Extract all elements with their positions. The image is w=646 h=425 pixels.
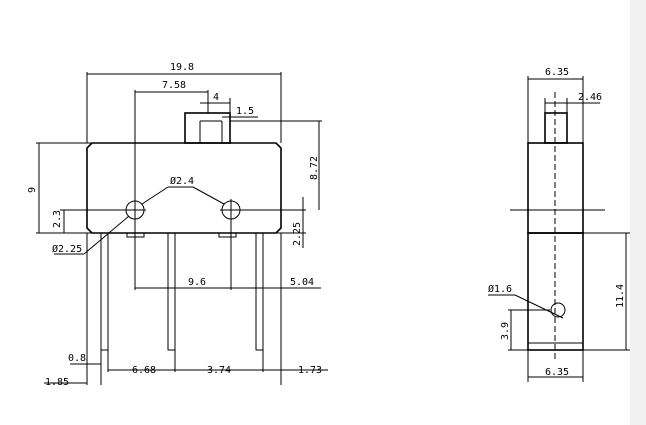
dim-pin-spacing-1: 6.68	[132, 365, 156, 376]
pin-left	[100, 232, 109, 351]
background-strip	[630, 0, 646, 425]
dim-hole-spacing: 9.6	[188, 277, 206, 288]
side-actuator	[544, 112, 568, 144]
pin-base-right	[218, 232, 237, 238]
pin-middle	[167, 232, 176, 351]
dim-hole-dia: Ø2.4	[170, 175, 194, 187]
dim-button-width: 4	[213, 92, 219, 103]
dim-side-hole-height: 3.9	[500, 322, 511, 340]
dim-overall-width: 19.8	[170, 62, 194, 73]
side-hole	[550, 302, 566, 318]
dim-side-hole-dia: Ø1.6	[488, 283, 512, 295]
leader-hole-dia-left	[141, 186, 169, 205]
dim-pin-width: 0.8	[68, 353, 86, 364]
dim-side-bottom-width: 6.35	[545, 367, 569, 378]
dim-pin-offset: 7.58	[162, 80, 186, 91]
leader-hole-dia-small-diag	[83, 215, 130, 255]
dim-pin-right-offset: 1.73	[298, 365, 322, 376]
dim-side-top-width: 6.35	[545, 67, 569, 78]
dim-button-depth: 2.46	[578, 92, 602, 103]
leader-hole-dia-right	[192, 186, 225, 205]
dim-button-height: 1.5	[236, 106, 254, 117]
dim-hole-to-bottom: 2.25	[292, 222, 303, 246]
side-view: 6.35 2.46 11.4 Ø1.6 3.9 6.35	[488, 67, 630, 382]
dim-pin-left-offset: 1.85	[45, 377, 69, 388]
pin-right	[255, 232, 264, 351]
dim-total-height: 8.72	[309, 156, 320, 180]
dim-lower-height: 11.4	[615, 284, 626, 308]
front-view: 19.8 7.58 4 1.5 8.72 9 2.3 Ø2.4	[27, 62, 328, 388]
dim-pin-gap-right: 5.04	[290, 277, 314, 288]
dim-hole-height: 2.3	[52, 210, 63, 228]
dim-hole-dia-small: Ø2.25	[52, 243, 82, 255]
leader-side-hole-diag	[514, 294, 564, 319]
dim-pin-spacing-2: 3.74	[207, 365, 231, 376]
dim-body-height: 9	[27, 187, 38, 193]
switch-body-outline	[86, 142, 282, 234]
